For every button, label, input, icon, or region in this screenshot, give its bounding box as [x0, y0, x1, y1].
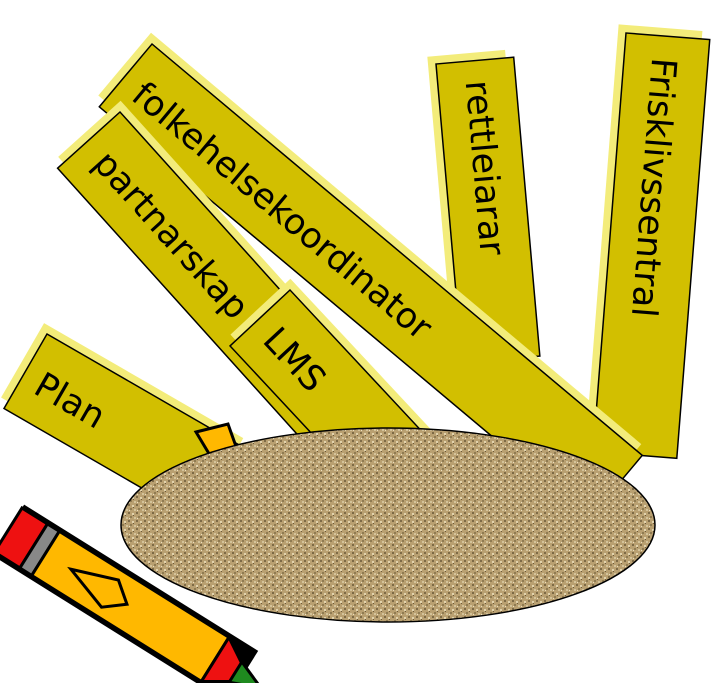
sand-bowl	[121, 428, 655, 622]
card-frisklivssentral: Frisklivssentral	[585, 24, 710, 458]
